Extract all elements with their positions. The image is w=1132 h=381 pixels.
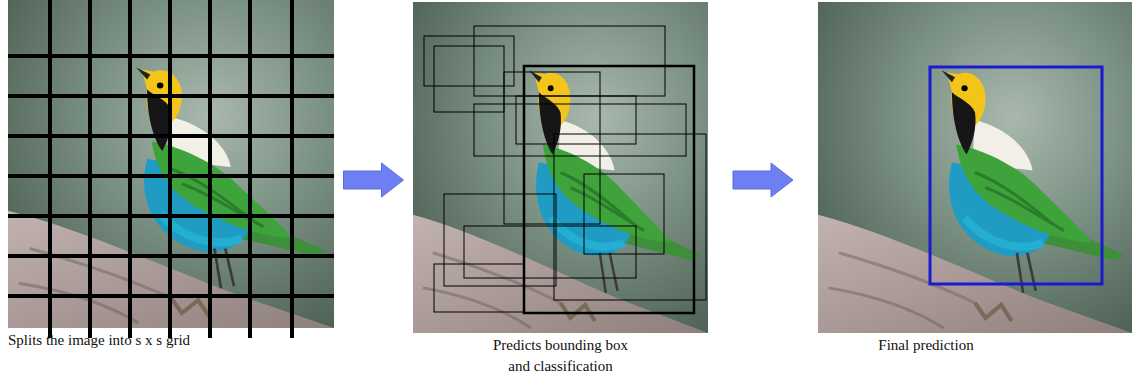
grid-lines xyxy=(8,0,334,338)
final-box xyxy=(930,67,1102,284)
bird-photo xyxy=(413,2,708,333)
best-box xyxy=(524,66,694,313)
panel-caption: Final prediction xyxy=(866,335,986,356)
image-panel: Final prediction xyxy=(818,2,1132,333)
arrow-shape xyxy=(344,163,404,197)
panel-caption: Predicts bounding box and classification xyxy=(483,335,638,377)
image-panel: Splits the image into s x s grid xyxy=(8,0,334,328)
image-panel: Predicts bounding box and classification xyxy=(413,2,708,333)
bird-photo xyxy=(818,2,1132,333)
arrow-shape xyxy=(733,163,793,197)
flow-arrow xyxy=(733,163,793,197)
candidate-boxes xyxy=(424,26,706,312)
flow-arrow xyxy=(344,163,404,197)
panel-caption: Splits the image into s x s grid xyxy=(8,330,308,351)
